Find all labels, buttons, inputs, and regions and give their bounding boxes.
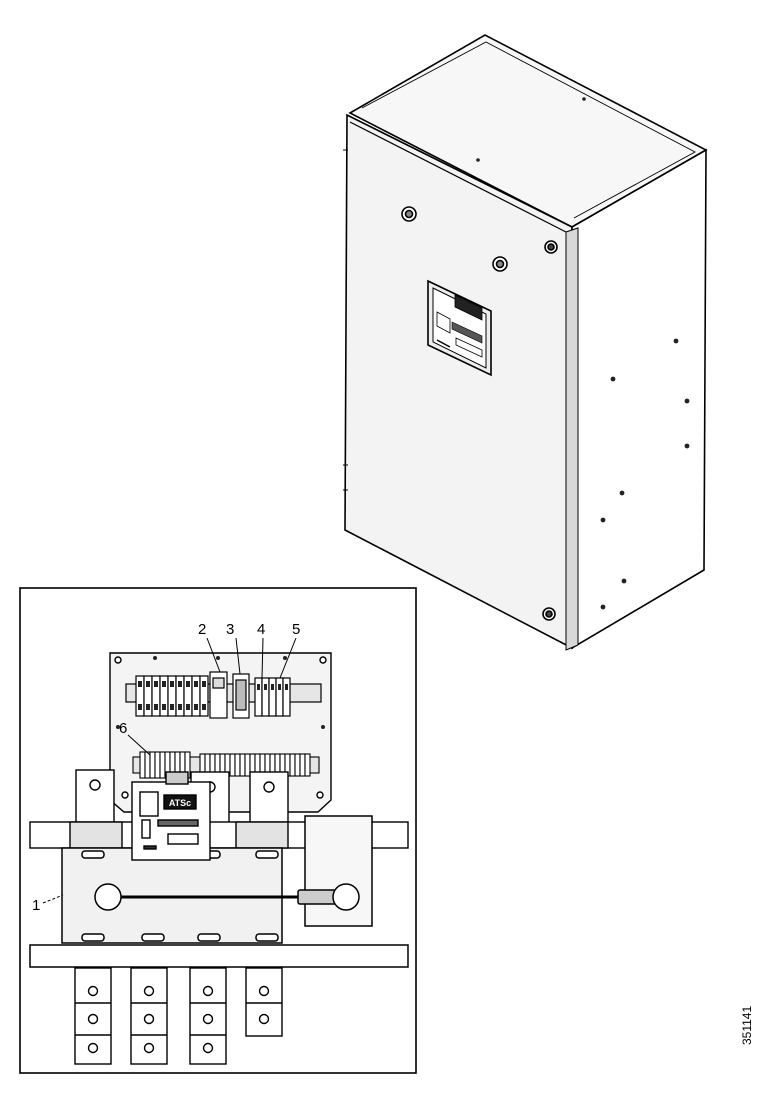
callout-6: 6 <box>119 720 127 737</box>
switch-operating-mechanism <box>304 815 373 927</box>
callout-1: 1 <box>32 897 40 914</box>
document-id: 351141 <box>740 1005 754 1045</box>
side-fasteners <box>476 97 690 610</box>
lower-horizontal-busbar <box>29 944 409 968</box>
upper-terminal-rail <box>125 671 322 719</box>
enclosure-cabinet <box>343 34 708 651</box>
terminal-block-row <box>135 675 209 717</box>
callout-2: 2 <box>198 621 206 638</box>
lower-cable-lugs <box>74 967 283 1065</box>
controller-logo-text: ATSc <box>169 798 191 808</box>
callout-3: 3 <box>226 621 234 638</box>
component-4-terminals <box>254 677 270 717</box>
component-5-terminals <box>268 677 291 717</box>
callout-leaders <box>42 637 297 904</box>
component-1-transfer-switch <box>61 815 373 944</box>
callout-5: 5 <box>292 621 300 638</box>
atsc-controller-module: ATSc <box>131 771 211 861</box>
callout-4: 4 <box>257 621 265 638</box>
